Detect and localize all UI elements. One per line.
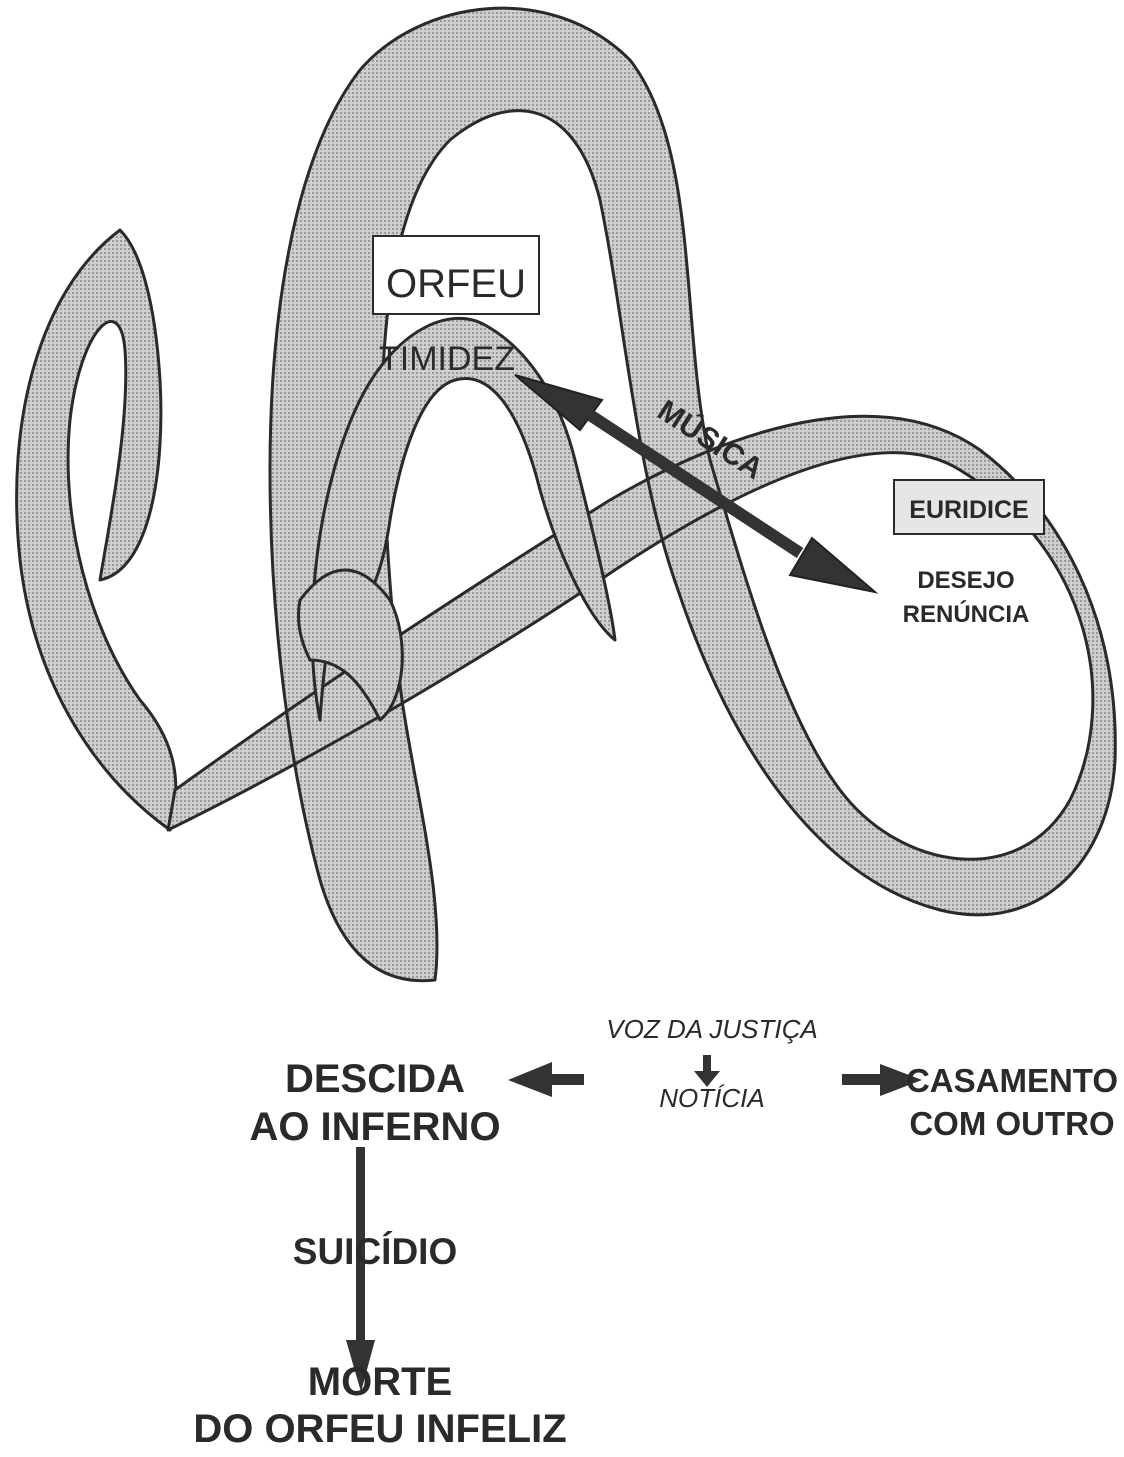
casamento-line-1: CASAMENTO: [906, 1062, 1118, 1099]
morte-line-1: MORTE: [308, 1360, 452, 1404]
musica-arrow-head-end: [790, 538, 875, 592]
euridice-trait-1: DESEJO: [917, 567, 1014, 594]
left-arrow: [508, 1062, 584, 1097]
voz-label: VOZ DA JUSTIÇA: [606, 1014, 817, 1044]
orfeu-trait: TIMIDEZ: [379, 340, 515, 378]
euridice-trait-2: RENÚNCIA: [903, 600, 1030, 628]
suicidio-label: SUICÍDIO: [293, 1231, 457, 1272]
morte-line-2: DO ORFEU INFELIZ: [193, 1407, 566, 1451]
noticia-label: NOTÍCIA: [659, 1083, 764, 1113]
euridice-label: EURIDICE: [909, 496, 1028, 524]
orfeu-label: ORFEU: [386, 262, 526, 306]
ribbon-left-spiral: [17, 230, 176, 830]
casamento-line-2: COM OUTRO: [909, 1105, 1114, 1142]
descida-line-1: DESCIDA: [285, 1057, 465, 1101]
descida-line-2: AO INFERNO: [249, 1105, 500, 1149]
